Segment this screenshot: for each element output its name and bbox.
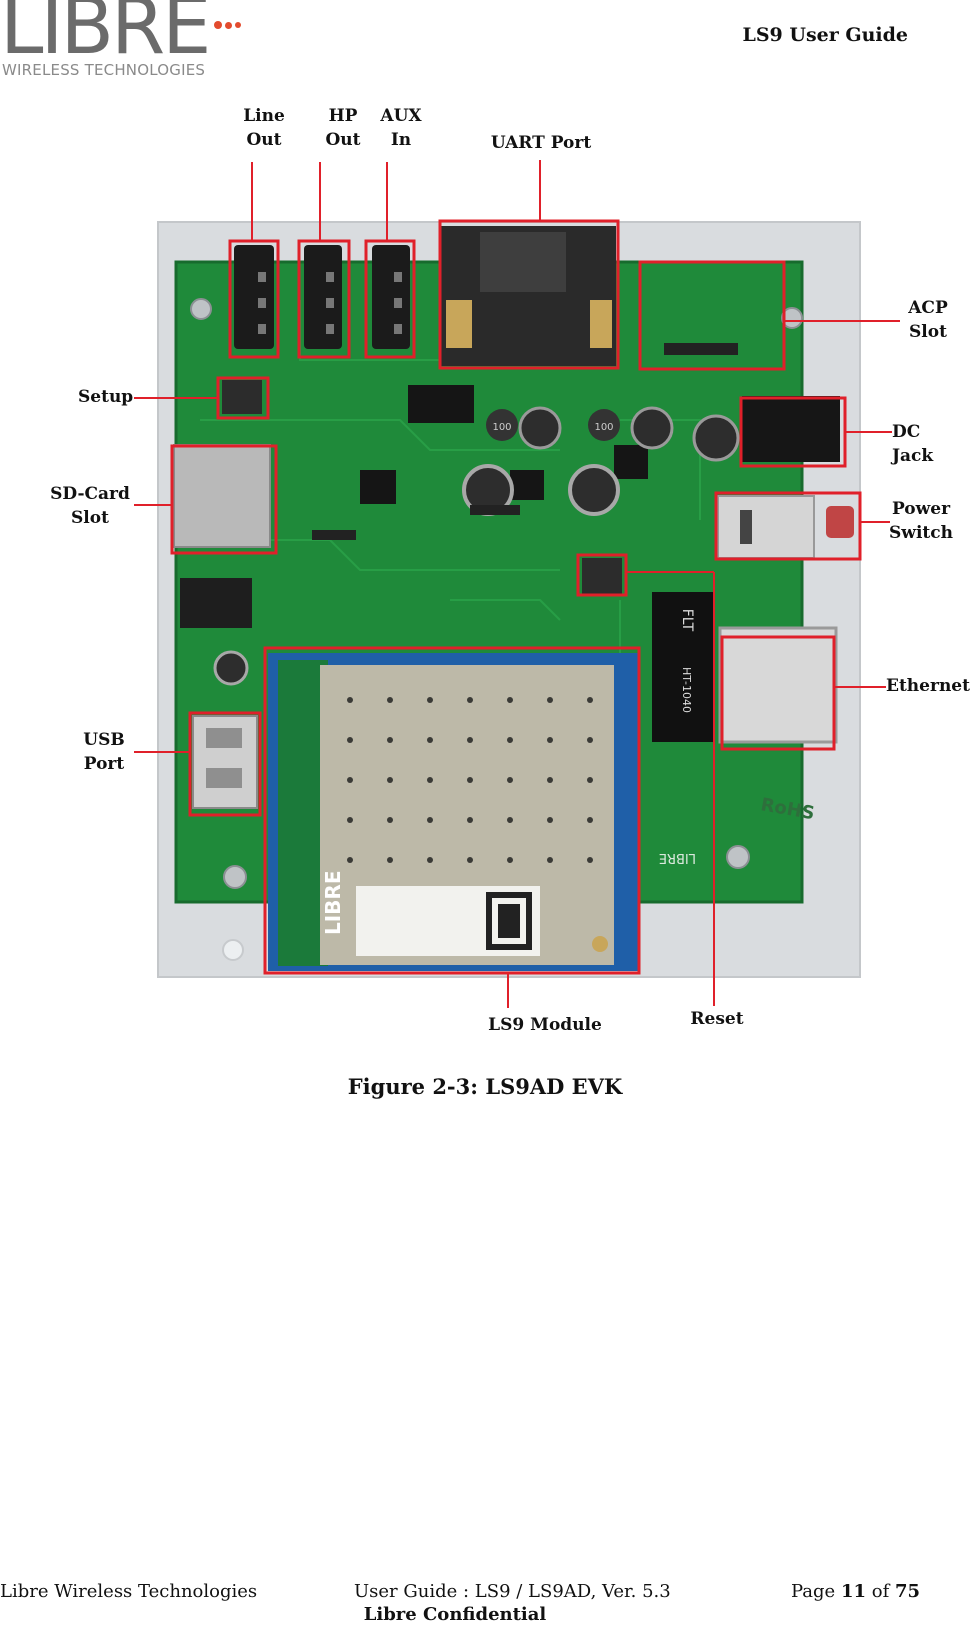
- label-usb-port: USB Port: [76, 728, 132, 776]
- label-sd-card-slot: SD-Card Slot: [48, 482, 132, 530]
- label-hp-out: HP Out: [318, 104, 368, 152]
- label-hp-out-2: Out: [325, 130, 361, 150]
- label-usb-port-2: Port: [83, 754, 125, 774]
- label-ethernet: Ethernet: [886, 676, 970, 696]
- label-aux-in-2: In: [390, 130, 412, 150]
- footer-page-number: Page 11 of 75: [791, 1581, 920, 1602]
- transformer-part: HT-1040: [680, 667, 693, 713]
- label-power-switch: Power Switch: [886, 497, 956, 545]
- libre-logo-subtitle: WIRELESS TECHNOLOGIES: [2, 61, 206, 79]
- footer-company: Libre Wireless Technologies: [0, 1581, 258, 1602]
- label-line-out-1: Line: [243, 106, 285, 126]
- footer-confidential: Libre Confidential: [363, 1604, 547, 1625]
- footer-guide-ref: User Guide : LS9 / LS9AD, Ver. 5.3: [354, 1581, 671, 1602]
- audio-jacks: [234, 245, 410, 349]
- label-acp-slot-1: ACP: [908, 298, 948, 318]
- label-uart-port: UART Port: [490, 133, 592, 153]
- label-sd-card-slot-2: Slot: [71, 508, 109, 528]
- label-power-switch-2: Switch: [889, 523, 953, 543]
- label-hp-out-1: HP: [328, 106, 358, 126]
- label-line-out-2: Out: [246, 130, 282, 150]
- footer-page-total: 75: [894, 1581, 921, 1602]
- label-aux-in-1: AUX: [380, 106, 422, 126]
- label-setup: Setup: [78, 387, 134, 407]
- label-power-switch-1: Power: [891, 499, 951, 519]
- label-acp-slot: ACP Slot: [900, 296, 956, 344]
- libre-logo-dots-icon: [214, 21, 241, 29]
- document-title: LS9 User Guide: [742, 24, 908, 46]
- callout-leaders: [134, 160, 900, 1008]
- figure-caption: Figure 2-3: LS9AD EVK: [347, 1074, 623, 1099]
- libre-logo-wordmark: LIBRE: [0, 0, 211, 72]
- footer-page-of: of: [871, 1581, 890, 1602]
- transformer-mark: FLT: [679, 609, 695, 632]
- label-usb-port-1: USB: [83, 730, 125, 750]
- evk-board-illustration: 100 100 FLT HT-1040 RoHS LIBRE: [134, 160, 900, 1008]
- label-reset: Reset: [690, 1009, 744, 1029]
- label-ls9-module: LS9 Module: [488, 1015, 602, 1035]
- cap1-mark: 100: [492, 422, 511, 433]
- libre-pcb-mark: LIBRE: [659, 850, 696, 865]
- label-line-out: Line Out: [236, 104, 292, 152]
- cap2-mark: 100: [594, 422, 613, 433]
- label-dc-jack: DC Jack: [892, 422, 934, 466]
- evk-figure: 100 100 FLT HT-1040 RoHS LIBRE: [48, 104, 970, 1035]
- callout-boxes: [170, 219, 862, 975]
- label-acp-slot-2: Slot: [909, 322, 947, 342]
- footer-page-prefix: Page: [791, 1581, 836, 1602]
- footer-page-current: 11: [840, 1581, 867, 1602]
- module-brand-mark: LIBRE: [321, 871, 345, 936]
- label-aux-in: AUX In: [375, 104, 427, 152]
- label-sd-card-slot-1: SD-Card: [50, 484, 130, 504]
